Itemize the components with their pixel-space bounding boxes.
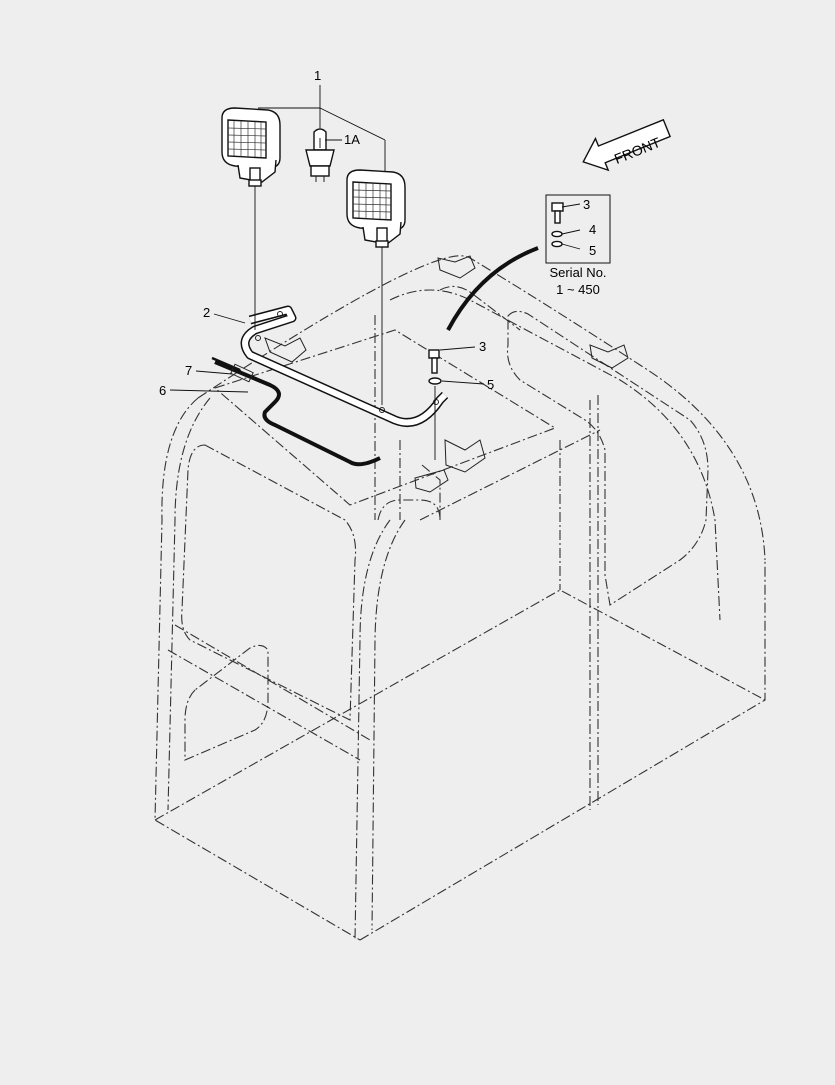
- callout-5: 5: [487, 377, 494, 392]
- work-light-left: [221, 107, 281, 330]
- callout-3: 3: [479, 339, 486, 354]
- serial-label-line2: 1 ~ 450: [556, 282, 600, 297]
- callout-1: 1: [314, 68, 321, 83]
- callout-2: 2: [203, 305, 210, 320]
- callout-labels: 1 1A 2 3 4 5 3 5 6 7: [159, 68, 596, 398]
- serial-variant-box: [545, 194, 611, 264]
- cab-outline: [154, 255, 766, 941]
- callout-1a: 1A: [344, 132, 360, 147]
- roof-bracket-front: [264, 337, 486, 493]
- serial-label-line1: Serial No.: [549, 265, 606, 280]
- callout-4-serial: 4: [589, 222, 596, 237]
- serial-label: Serial No. 1 ~ 450: [549, 265, 606, 297]
- halogen-bulb: [305, 128, 335, 182]
- callout-5-serial: 5: [589, 243, 596, 258]
- serial-reference-curve: [446, 246, 539, 331]
- light-mounting-bar: [240, 305, 449, 427]
- bolt-and-washer: [428, 349, 442, 460]
- callout-6: 6: [159, 383, 166, 398]
- callout-3-serial: 3: [583, 197, 590, 212]
- front-arrow-icon: [582, 118, 672, 172]
- leader-lines: [169, 85, 485, 393]
- roof-bracket-rear: [437, 255, 629, 369]
- wire-harness: [211, 356, 381, 467]
- work-light-right: [346, 169, 406, 405]
- callout-7: 7: [185, 363, 192, 378]
